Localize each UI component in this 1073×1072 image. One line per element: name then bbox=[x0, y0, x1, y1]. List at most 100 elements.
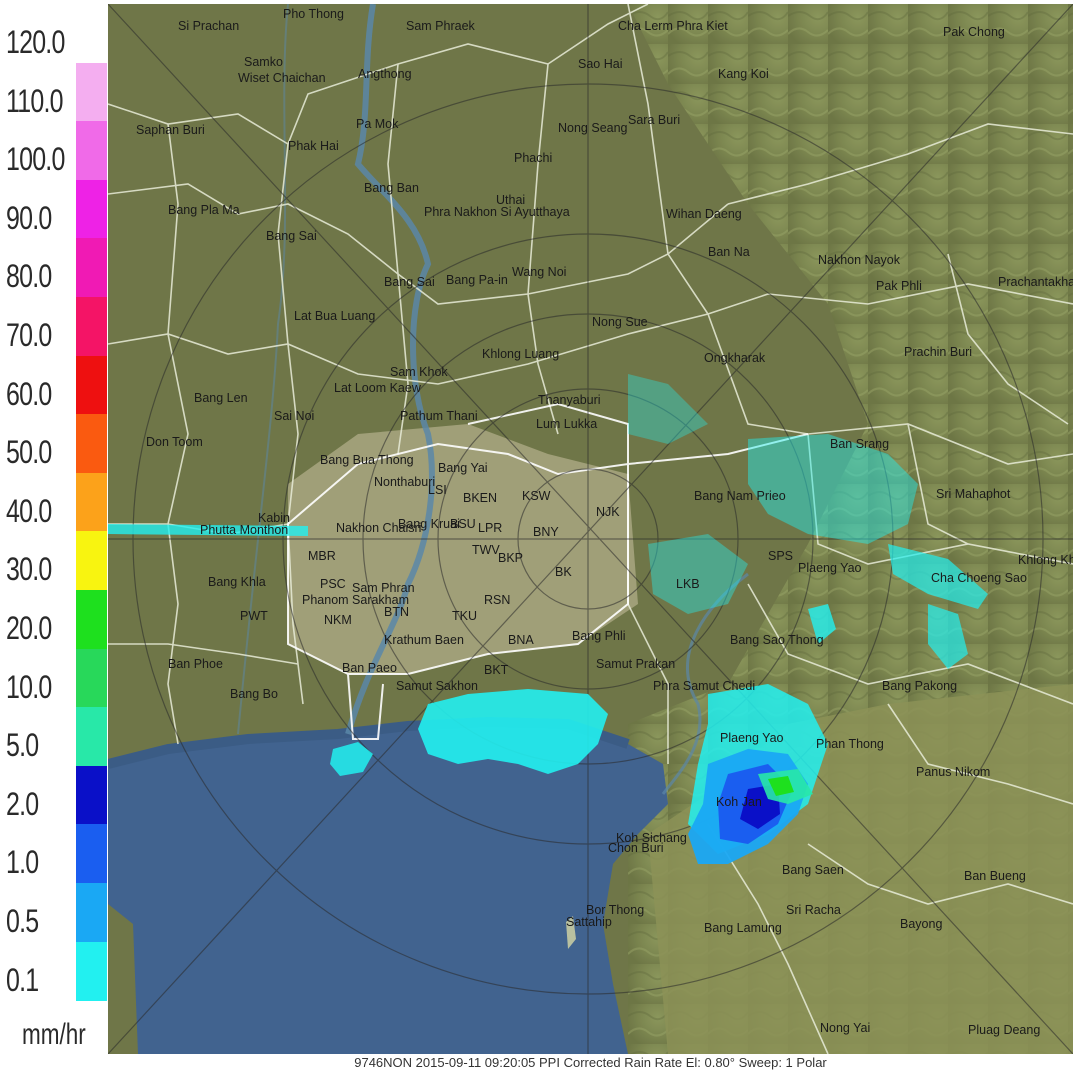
legend-label: 2.0 bbox=[6, 785, 39, 822]
place-label: Phra Nakhon Si Ayutthaya bbox=[424, 205, 570, 219]
radar-product-caption: 9746NON 2015-09-11 09:20:05 PPI Correcte… bbox=[354, 1055, 827, 1070]
place-label: PWT bbox=[240, 609, 268, 623]
place-label: NKM bbox=[324, 613, 352, 627]
place-label: Angthong bbox=[358, 67, 412, 81]
place-label: Bang Len bbox=[194, 391, 248, 405]
place-label: Bang Kruai bbox=[398, 517, 460, 531]
place-label: LSI bbox=[428, 483, 447, 497]
place-label: Bang Phli bbox=[572, 629, 626, 643]
place-label: Sri Mahaphot bbox=[936, 487, 1011, 501]
rain-echo-east bbox=[748, 434, 918, 544]
place-label: Cha Lerm Phra Kiet bbox=[618, 19, 728, 33]
legend-label: 90.0 bbox=[6, 199, 52, 236]
rain-echo-phanom bbox=[888, 544, 988, 609]
place-label: KSW bbox=[522, 489, 551, 503]
place-label: BKEN bbox=[463, 491, 497, 505]
place-label: Nonthaburi bbox=[374, 475, 435, 489]
place-label: Wiset Chaichan bbox=[238, 71, 326, 85]
place-label: Wihan Daeng bbox=[666, 207, 742, 221]
place-label: Bang Saen bbox=[782, 863, 844, 877]
place-label: MBR bbox=[308, 549, 336, 563]
place-label: Phra Samut Chedi bbox=[653, 679, 755, 693]
legend-swatch bbox=[76, 883, 107, 943]
place-label: Bang Sai bbox=[384, 275, 435, 289]
rain-echo-bangpakong bbox=[648, 534, 748, 614]
legend-label: 100.0 bbox=[6, 141, 65, 178]
radar-map-svg: Pho Thong Si Prachan Sam Phraek Cha Lerm… bbox=[108, 4, 1073, 1054]
tha-chin-river bbox=[237, 4, 289, 735]
legend-swatch bbox=[76, 62, 107, 122]
place-label: Bang Yai bbox=[438, 461, 488, 475]
legend-label: 50.0 bbox=[6, 434, 52, 471]
legend-swatch bbox=[76, 531, 107, 591]
place-label: Nong Seang bbox=[558, 121, 628, 135]
place-label: Phachi bbox=[514, 151, 552, 165]
place-label: Bang Nam Prieo bbox=[694, 489, 786, 503]
place-label: Wang Noi bbox=[512, 265, 566, 279]
place-label: PSC bbox=[320, 577, 346, 591]
place-label: Sao Hai bbox=[578, 57, 622, 71]
place-label: NJK bbox=[596, 505, 620, 519]
legend-label: 1.0 bbox=[6, 844, 39, 881]
place-label: TKU bbox=[452, 609, 477, 623]
place-label: Thanyaburi bbox=[538, 393, 601, 407]
place-label: Nong Yai bbox=[820, 1021, 870, 1035]
place-label: Bang Khla bbox=[208, 575, 266, 589]
place-label: Bang Sao Thong bbox=[730, 633, 824, 647]
place-label: Bang Sai bbox=[266, 229, 317, 243]
radar-range-rings bbox=[108, 4, 1073, 1054]
place-label: Ban Paeo bbox=[342, 661, 397, 675]
legend-label: 60.0 bbox=[6, 375, 52, 412]
koh-sichang-island bbox=[566, 916, 576, 949]
place-label: Bang Bua Thong bbox=[320, 453, 414, 467]
place-label: Ban Phoe bbox=[168, 657, 223, 671]
place-label: Krathum Baen bbox=[384, 633, 464, 647]
place-label: Phanom Sarakham bbox=[302, 593, 409, 607]
place-label: Kang Koi bbox=[718, 67, 769, 81]
place-label: Bang Ban bbox=[364, 181, 419, 195]
legend-label: 30.0 bbox=[6, 551, 52, 588]
legend-label: 120.0 bbox=[6, 24, 65, 60]
legend-label: 0.5 bbox=[6, 903, 39, 939]
rain-echo-line bbox=[108, 524, 308, 536]
place-label: Pluag Deang bbox=[968, 1023, 1040, 1037]
place-label: Bor Thong bbox=[586, 903, 644, 917]
place-label: Sam Phran bbox=[352, 581, 415, 595]
legend-swatch bbox=[76, 4, 107, 64]
place-label: Ongkharak bbox=[704, 351, 766, 365]
rain-echo-gulf bbox=[418, 689, 608, 774]
place-label: Uthai bbox=[496, 193, 525, 207]
legend-label: 110.0 bbox=[6, 82, 63, 119]
rain-echo-northeast bbox=[628, 374, 708, 444]
place-label: Bang Bo bbox=[230, 687, 278, 701]
place-label: Don Toom bbox=[146, 435, 203, 449]
place-label: Ban Na bbox=[708, 245, 750, 259]
place-label: LPR bbox=[478, 521, 502, 535]
place-label: Khlong Luang bbox=[482, 347, 559, 361]
gulf-of-thailand bbox=[108, 722, 668, 1054]
place-label: Pak Phli bbox=[876, 279, 922, 293]
place-label: BNY bbox=[533, 525, 559, 539]
place-label: Phan Thong bbox=[816, 737, 884, 751]
place-label: Sattahip bbox=[566, 915, 612, 929]
place-label: Samko bbox=[244, 55, 283, 69]
place-label: Si Prachan bbox=[178, 19, 239, 33]
place-label: RSN bbox=[484, 593, 510, 607]
place-label: Panus Nikom bbox=[916, 765, 990, 779]
province-boundaries bbox=[287, 402, 809, 740]
place-label: Pho Thong bbox=[283, 7, 344, 21]
place-label: BSU bbox=[450, 517, 476, 531]
legend-swatch bbox=[76, 824, 107, 884]
place-label: Koh Sichang bbox=[616, 831, 687, 845]
chao-phraya-river bbox=[345, 4, 435, 735]
place-label: Kabin bbox=[258, 511, 290, 525]
place-label: BNA bbox=[508, 633, 534, 647]
legend-label: 70.0 bbox=[6, 317, 52, 353]
place-label: Plaeng Yao bbox=[798, 561, 862, 575]
legend-label: 10.0 bbox=[6, 668, 52, 705]
legend-swatch bbox=[76, 414, 107, 474]
place-label: TWV bbox=[472, 543, 500, 557]
place-label: Sam Khok bbox=[390, 365, 448, 379]
radar-map[interactable]: Pho Thong Si Prachan Sam Phraek Cha Lerm… bbox=[108, 4, 1073, 1054]
